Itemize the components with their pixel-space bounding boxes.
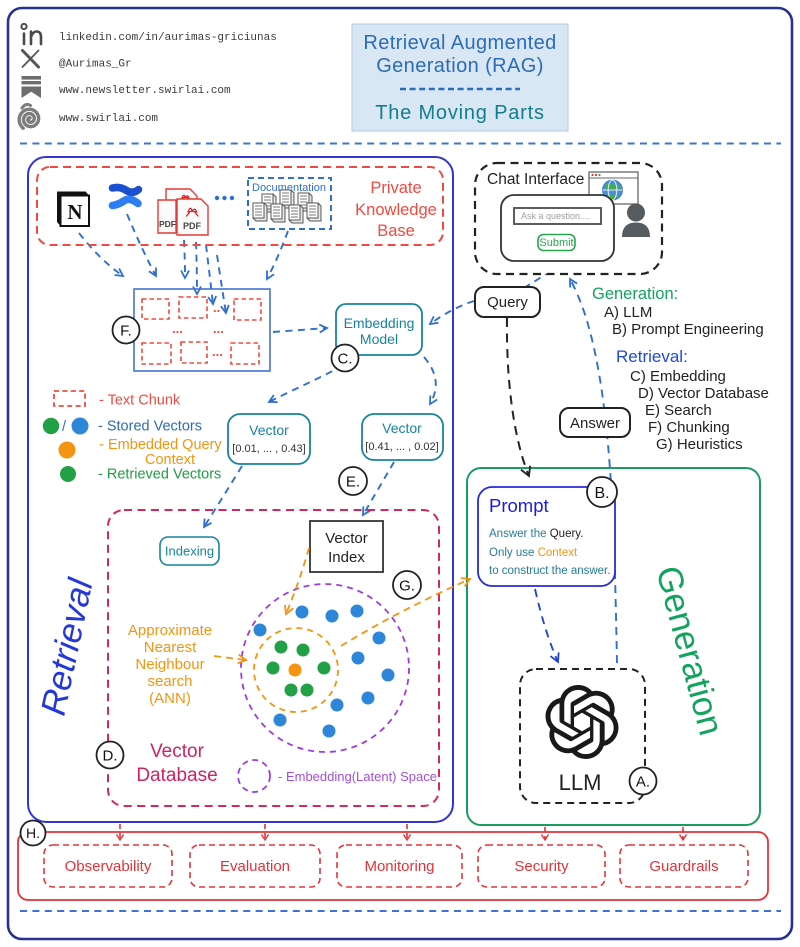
svg-text:..: .. xyxy=(213,300,220,315)
svg-text:- Text Chunk: - Text Chunk xyxy=(99,393,181,409)
svg-text:- Stored Vectors: - Stored Vectors xyxy=(98,419,202,435)
svg-text:Retrieval Augmented: Retrieval Augmented xyxy=(363,32,556,54)
svg-text:G) Heuristics: G) Heuristics xyxy=(656,436,743,453)
svg-text:D.: D. xyxy=(103,748,118,765)
svg-text:C.: C. xyxy=(338,351,353,368)
svg-text:H.: H. xyxy=(26,825,40,841)
svg-text:A) LLM: A) LLM xyxy=(604,304,652,321)
svg-text:Monitoring: Monitoring xyxy=(364,858,434,875)
svg-text:Prompt: Prompt xyxy=(489,495,549,516)
svg-text:B.: B. xyxy=(594,485,609,502)
svg-text:- Embedding(Latent) Space: - Embedding(Latent) Space xyxy=(278,769,437,784)
svg-text:[0.01, ... , 0.43]: [0.01, ... , 0.43] xyxy=(232,443,305,455)
svg-text:Guardrails: Guardrails xyxy=(649,858,718,875)
svg-text:A.: A. xyxy=(636,774,650,791)
svg-text:Embedding: Embedding xyxy=(344,315,415,331)
svg-text:Knowledge: Knowledge xyxy=(355,201,437,219)
svg-text:Nearest: Nearest xyxy=(144,639,197,656)
svg-text:Documentation: Documentation xyxy=(252,182,326,194)
svg-text:C) Embedding: C) Embedding xyxy=(630,368,726,385)
svg-text:Index: Index xyxy=(328,549,365,566)
svg-text:www.swirlai.com: www.swirlai.com xyxy=(59,113,158,125)
svg-text:E.: E. xyxy=(346,474,360,491)
svg-text:Indexing: Indexing xyxy=(165,544,214,559)
svg-text:search: search xyxy=(147,673,192,690)
svg-text:-: - xyxy=(99,437,104,453)
svg-text:Only use Context: Only use Context xyxy=(489,547,578,559)
svg-text:Model: Model xyxy=(360,331,398,347)
svg-text:PDF: PDF xyxy=(159,219,176,229)
svg-text:Retrieval:: Retrieval: xyxy=(616,347,688,366)
svg-text:Approximate: Approximate xyxy=(128,622,212,639)
svg-text:Generation:: Generation: xyxy=(592,285,678,303)
svg-text:Vector: Vector xyxy=(382,420,422,436)
svg-text:The Moving Parts: The Moving Parts xyxy=(375,102,545,124)
svg-text:Submit: Submit xyxy=(539,237,573,249)
svg-text:D) Vector Database: D) Vector Database xyxy=(638,385,769,402)
svg-text:Embedded Query: Embedded Query xyxy=(108,437,222,453)
svg-text:linkedin.com/in/aurimas-griciu: linkedin.com/in/aurimas-griciunas xyxy=(59,32,277,44)
svg-text:...: ... xyxy=(213,321,224,336)
svg-text:Base: Base xyxy=(377,222,415,240)
svg-text:...: ... xyxy=(212,344,223,359)
svg-text:Private: Private xyxy=(370,179,421,197)
svg-text:Security: Security xyxy=(514,858,569,875)
svg-text:Evaluation: Evaluation xyxy=(220,858,290,875)
svg-text:[0.41, ... , 0.02]: [0.41, ... , 0.02] xyxy=(365,441,438,453)
svg-text:G.: G. xyxy=(399,578,415,595)
svg-text:...: ... xyxy=(172,321,183,336)
svg-text:LLM: LLM xyxy=(559,770,602,795)
svg-text:/: / xyxy=(62,419,67,435)
svg-text:F.: F. xyxy=(120,323,132,340)
svg-text:Vector: Vector xyxy=(150,741,205,762)
svg-text:PDF: PDF xyxy=(183,221,202,231)
svg-text:Ask a question....: Ask a question.... xyxy=(521,211,590,221)
svg-text:Vector: Vector xyxy=(325,530,368,547)
svg-text:(ANN): (ANN) xyxy=(149,690,191,707)
svg-text:Answer the Query.: Answer the Query. xyxy=(489,528,583,540)
svg-text:Vector: Vector xyxy=(249,422,289,438)
svg-text:Observability: Observability xyxy=(65,858,152,875)
svg-text:F) Chunking: F) Chunking xyxy=(648,419,730,436)
svg-text:Answer: Answer xyxy=(570,415,620,432)
svg-text:B) Prompt Engineering: B) Prompt Engineering xyxy=(612,321,764,338)
svg-text:- Retrieved Vectors: - Retrieved Vectors xyxy=(98,467,221,483)
svg-text:www.newsletter.swirlai.com: www.newsletter.swirlai.com xyxy=(59,85,231,97)
svg-text:Neighbour: Neighbour xyxy=(135,656,204,673)
svg-text:E) Search: E) Search xyxy=(645,402,712,419)
svg-text:@Aurimas_Gr: @Aurimas_Gr xyxy=(59,59,132,71)
svg-text:Context: Context xyxy=(145,452,195,468)
svg-text:to construct the answer.: to construct the answer. xyxy=(489,565,610,577)
svg-text:Query: Query xyxy=(487,294,528,311)
svg-text:N: N xyxy=(67,200,82,224)
svg-text:Chat Interface: Chat Interface xyxy=(487,171,584,188)
svg-text:Database: Database xyxy=(136,765,217,786)
svg-text:Generation (RAG): Generation (RAG) xyxy=(376,55,544,77)
